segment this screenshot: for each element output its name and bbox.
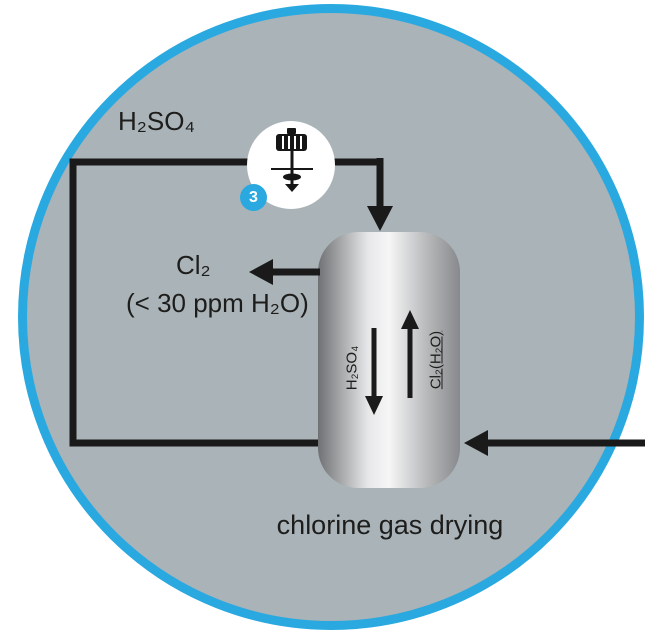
inlet-arrowhead-left: [464, 430, 488, 456]
pump-icon: [271, 128, 313, 192]
recirculation-pipe: [69, 158, 380, 447]
h2so4-down-arrowhead: [365, 396, 383, 415]
pump-number: 3: [249, 188, 258, 206]
cl2-purity-label: (< 30 ppm H₂O): [126, 288, 309, 318]
cl2-up-arrowhead: [401, 310, 419, 329]
pump-number-badge: 3: [240, 184, 267, 211]
cl2-outlet-label: Cl₂: [176, 250, 211, 280]
diagram-title: chlorine gas drying: [276, 510, 504, 540]
h2so4-feed-label: H₂SO₄: [118, 106, 196, 136]
drying-vessel: [318, 232, 460, 488]
vessel-h2so4-flow-label: H₂SO₄: [343, 345, 361, 391]
vessel-cl2h2o-flow-label: Cl₂(H₂O): [427, 330, 445, 390]
outlet-arrowhead-left: [249, 259, 273, 285]
inlet-arrowhead-down: [367, 206, 393, 231]
